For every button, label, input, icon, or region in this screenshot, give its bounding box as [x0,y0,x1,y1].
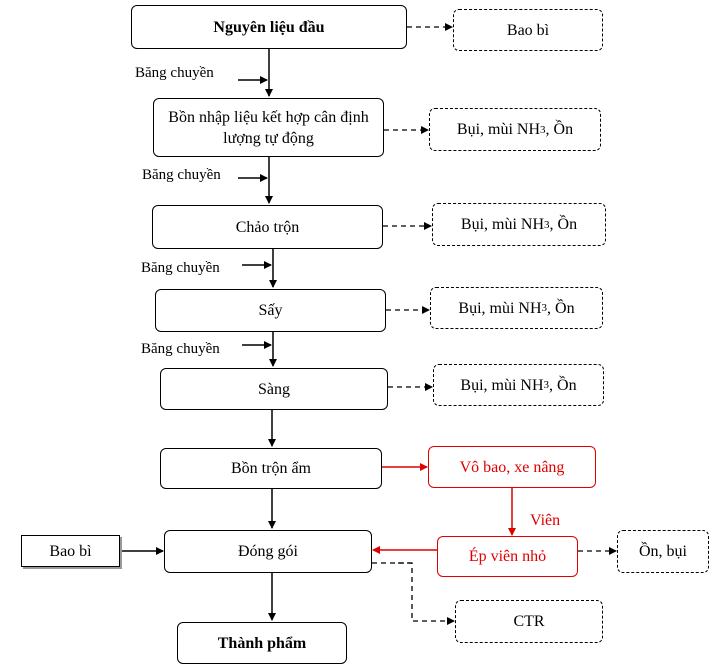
conveyor-label-4: Băng chuyền [141,341,220,357]
conveyor-label-1: Băng chuyền [135,65,214,81]
humid-mix-tank-box: Bồn trộn ẩm [160,448,382,489]
raw-material-box: Nguyên liệu đầu [131,5,407,49]
pellet-press-box: Ép viên nhỏ [437,536,578,577]
noise-dust-box: Ồn, bụi [617,530,709,573]
packing-box: Đóng gói [164,530,372,573]
solid-waste-box: CTR [455,600,603,643]
conveyor-label-3: Băng chuyền [141,260,220,276]
arrow-packing-to-waste [372,562,455,625]
screening-box: Sàng [160,368,388,410]
bagging-forklift-box: Vô bao, xe nâng [428,446,596,488]
pellet-label: Viên [530,512,561,529]
mixing-pan-box: Chảo trộn [152,205,383,249]
dryer-box: Sấy [155,289,386,332]
conveyor-label-2: Băng chuyền [142,167,221,183]
feed-bin-box: Bồn nhập liệu kết hợp cân định lượng tự … [153,98,384,157]
packaging-top-box: Bao bì [453,9,603,51]
finished-product-box: Thành phẩm [177,622,347,664]
packaging-left-box: Bao bì [21,535,120,567]
